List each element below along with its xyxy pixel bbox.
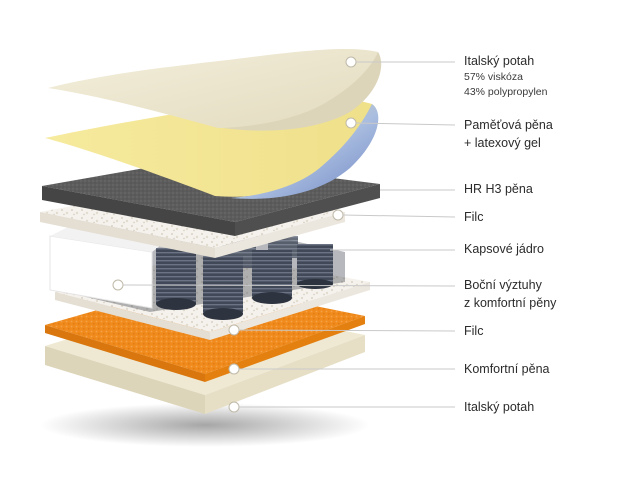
label-bottom-cover-name: Italský potah [464, 400, 535, 414]
side-reinforcement-block [49, 235, 153, 309]
leader-memory-foam [355, 122, 456, 126]
marker-felt-top [332, 209, 344, 221]
leader-felt-bottom [238, 329, 456, 332]
label-pocket-core: Kapsové jádro [464, 240, 544, 258]
label-side-reinforcement-name-line2: z komfortní pěny [464, 296, 557, 310]
label-comfort-foam-name: Komfortní pěna [464, 362, 550, 376]
label-top-cover-detail-1: 57% viskóza [464, 71, 523, 83]
label-comfort-foam: Komfortní pěna [464, 360, 549, 378]
layer-pocket-core [49, 212, 345, 320]
label-bottom-cover: Italský potah [464, 398, 534, 416]
marker-bottom-cover [228, 401, 240, 413]
layer-top-cover [48, 49, 382, 131]
label-side-reinforcement-name: Boční výztuhy [464, 278, 542, 292]
spring-coils [156, 236, 333, 320]
label-memory-foam-name-line2: + latexový gel [464, 136, 541, 150]
label-felt-top: Filc [464, 208, 483, 226]
label-pocket-core-name: Kapsové jádro [464, 242, 544, 256]
label-hr-foam-name: HR H3 pěna [464, 182, 533, 196]
marker-top-cover [345, 56, 357, 68]
ground-shadow [40, 403, 370, 447]
label-memory-foam: Paměťová pěna + latexový gel [464, 116, 553, 152]
label-top-cover-detail-2: 43% polypropylen [464, 86, 548, 98]
leader-lines [122, 61, 456, 408]
marker-felt-bottom [228, 324, 240, 336]
label-top-cover: Italský potah 57% viskóza 43% polypropyl… [464, 52, 547, 100]
leader-felt-top [342, 214, 456, 218]
label-top-cover-name: Italský potah [464, 54, 535, 68]
marker-memory-foam [345, 117, 357, 129]
label-felt-top-name: Filc [464, 210, 484, 224]
label-felt-bottom-name: Filc [464, 324, 484, 338]
label-hr-foam: HR H3 pěna [464, 180, 533, 198]
marker-side-reinforcement [112, 279, 124, 291]
label-side-reinforcement: Boční výztuhy z komfortní pěny [464, 276, 556, 312]
marker-comfort-foam [228, 363, 240, 375]
label-memory-foam-name: Paměťová pěna [464, 118, 553, 132]
label-felt-bottom: Filc [464, 322, 483, 340]
leader-side-reinforcement [122, 284, 456, 287]
